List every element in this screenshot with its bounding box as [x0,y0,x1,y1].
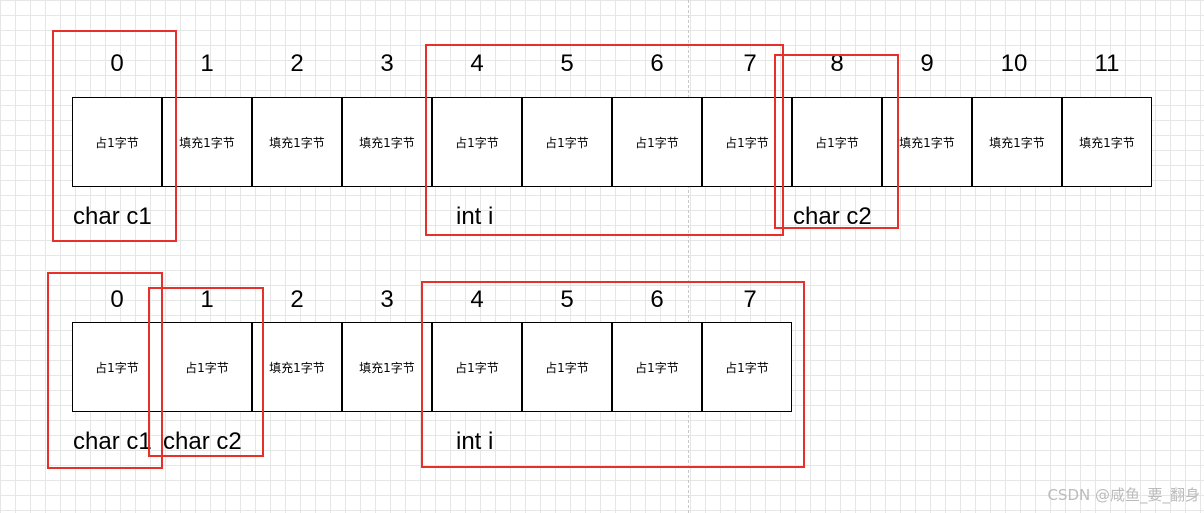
byte-cell-used: 占1字节 [432,97,522,187]
byte-cell-used: 占1字节 [72,322,162,412]
byte-cell-padding: 填充1字节 [162,97,252,187]
byte-index: 0 [110,286,124,313]
byte-index: 3 [380,50,394,77]
byte-cell-used: 占1字节 [72,97,162,187]
byte-cell-used: 占1字节 [702,97,792,187]
watermark: CSDN @咸鱼_要_翻身 [1047,486,1200,504]
highlight-box-c2 [774,54,899,229]
byte-index: 2 [290,286,304,313]
byte-index: 10 [1000,50,1028,77]
byte-cell-used: 占1字节 [522,97,612,187]
byte-index: 1 [200,286,214,313]
byte-index: 4 [470,286,484,313]
byte-index: 9 [920,50,934,77]
highlight-box-c1 [47,272,163,469]
byte-index: 1 [200,50,214,77]
highlight-box-int-i [425,44,784,236]
highlight-box-c1 [52,30,177,242]
byte-cell-padding: 填充1字节 [342,322,432,412]
member-label-i: int i [456,428,494,455]
byte-index: 7 [743,50,757,77]
member-label-c2: char c2 [793,203,872,230]
byte-index: 5 [560,286,574,313]
byte-cell-padding: 填充1字节 [972,97,1062,187]
byte-index: 4 [470,50,484,77]
byte-cell-used: 占1字节 [612,97,702,187]
byte-index: 2 [290,50,304,77]
byte-cell-padding: 填充1字节 [1062,97,1152,187]
byte-index: 0 [110,50,124,77]
byte-cell-used: 占1字节 [612,322,702,412]
member-label-i: int i [456,203,494,230]
byte-cell-padding: 填充1字节 [252,97,342,187]
byte-index: 11 [1094,50,1120,77]
member-label-c1: char c1 [73,428,152,455]
byte-cell-used: 占1字节 [702,322,792,412]
byte-cell-used: 占1字节 [522,322,612,412]
byte-index: 6 [650,286,664,313]
highlight-box-int-i [421,281,805,468]
highlight-box-c2 [148,287,264,457]
byte-cell-used: 占1字节 [792,97,882,187]
member-label-c2: char c2 [163,428,242,455]
byte-cell-padding: 填充1字节 [342,97,432,187]
byte-cell-used: 占1字节 [432,322,522,412]
byte-index: 5 [560,50,574,77]
byte-index: 6 [650,50,664,77]
byte-index: 3 [380,286,394,313]
member-label-c1: char c1 [73,203,152,230]
byte-index: 8 [830,50,844,77]
center-guide-line [688,0,689,513]
byte-index: 7 [743,286,757,313]
byte-cell-padding: 填充1字节 [252,322,342,412]
